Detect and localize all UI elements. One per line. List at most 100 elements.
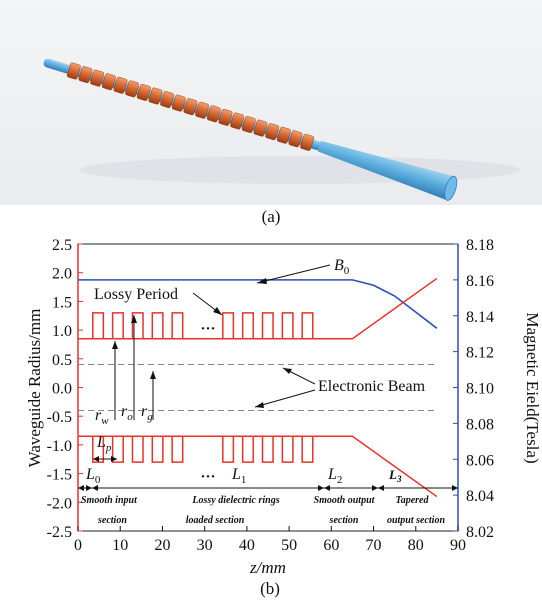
- radius-markers: rw ro rg: [95, 315, 156, 427]
- section-l2-caption-1: Smooth output: [314, 495, 376, 506]
- beam-arrowhead-upper: [283, 368, 292, 374]
- ring-lower: [92, 436, 105, 463]
- copper-ring: [288, 130, 303, 148]
- panel-a-label: (a): [262, 207, 281, 226]
- lossy-period-arrowhead: [213, 307, 222, 315]
- copper-ring: [230, 112, 245, 130]
- electronic-beam-label: Electronic Beam: [318, 378, 426, 395]
- section-arrowhead: [372, 485, 378, 491]
- panel-a-render: [0, 0, 542, 205]
- ring-upper: [281, 312, 294, 339]
- section-arrowhead: [378, 485, 384, 491]
- copper-ring: [183, 98, 198, 116]
- lp-arrowhead-right: [111, 456, 117, 462]
- x-tick-label: 70: [366, 537, 382, 554]
- copper-ring: [218, 108, 233, 126]
- section-arrowhead: [78, 485, 84, 491]
- ring-upper: [151, 312, 164, 339]
- copper-ring: [276, 126, 291, 144]
- x-tick-label: 40: [239, 537, 255, 554]
- ring-upper: [241, 312, 254, 339]
- section-arrowhead: [92, 485, 98, 491]
- section-arrowhead: [86, 485, 92, 491]
- b0-arrow: [256, 264, 331, 284]
- section-l0-caption-2: section: [97, 515, 127, 526]
- ring-lower: [131, 436, 144, 463]
- ring-upper: [131, 312, 144, 339]
- y-left-tick-label: 1.0: [52, 323, 72, 340]
- copper-ring: [136, 84, 151, 101]
- y-right-tick-label: 8.06: [466, 452, 494, 469]
- section-dimensions: L0 L1 L2 L3 Smooth input section Lossy d…: [78, 466, 458, 526]
- copper-ring: [101, 73, 116, 91]
- y-right-ticks: 8.188.168.148.128.108.088.068.048.02: [453, 237, 494, 541]
- y-right-axis-title: Magnetic Eield(Tesla): [523, 312, 542, 463]
- b0-label: B0: [334, 257, 350, 277]
- rg-label: rg: [141, 403, 153, 423]
- lossy-period-label: Lossy Period: [94, 286, 178, 303]
- y-left-tick-label: 0.5: [52, 352, 72, 369]
- y-left-ticks: 2.52.01.51.00.50.0-0.5-1.0-1.5-2.0-2.5: [47, 237, 83, 541]
- y-left-axis-title: Waveguide Radius/mm: [25, 309, 44, 468]
- copper-ring: [78, 66, 93, 84]
- x-tick-label: 0: [74, 537, 82, 554]
- section-l2-caption-2: section: [329, 515, 359, 526]
- x-tick-label: 60: [323, 537, 339, 554]
- y-left-tick-label: -2.5: [47, 524, 72, 541]
- b0-annotation: B0: [256, 257, 350, 284]
- ring-lower: [281, 436, 294, 463]
- ro-label: ro: [121, 403, 133, 423]
- y-left-tick-label: 1.5: [52, 294, 72, 311]
- ring-lower: [111, 436, 124, 463]
- section-l3-caption-1: Tapered: [396, 495, 430, 506]
- x-tick-label: 50: [281, 537, 297, 554]
- lossy-ring-row: [66, 62, 315, 151]
- lp-annotation: Lp: [93, 434, 117, 462]
- y-right-tick-label: 8.16: [466, 273, 494, 290]
- ring-ellipsis-bottom: ···: [200, 469, 215, 485]
- tapered-section: [317, 140, 455, 201]
- ring-ellipsis-top: ···: [200, 321, 215, 337]
- section-l3-caption-2: output section: [387, 515, 446, 526]
- section-arrowheads: [78, 485, 458, 491]
- section-l1-caption-2: loaded section: [186, 515, 245, 526]
- copper-ring: [241, 116, 256, 133]
- series-layer: [78, 277, 438, 498]
- ring-upper: [171, 312, 184, 339]
- section-l2-label: L2: [327, 466, 342, 486]
- lp-arrowhead-left: [93, 456, 99, 462]
- y-right-tick-label: 8.10: [466, 381, 494, 398]
- x-tick-label: 20: [154, 537, 170, 554]
- ring-lower: [171, 436, 184, 463]
- ring-lower: [151, 436, 164, 463]
- x-tick-label: 90: [450, 537, 466, 554]
- y-left-tick-label: 2.5: [52, 237, 72, 254]
- ring-upper: [111, 312, 124, 339]
- ring-upper: [92, 312, 105, 339]
- section-arrowhead: [452, 485, 458, 491]
- rw-arrowhead: [112, 341, 118, 349]
- copper-ring: [90, 69, 105, 87]
- copper-ring: [265, 123, 280, 141]
- b0-arrowhead: [257, 278, 267, 284]
- copper-ring: [253, 119, 268, 137]
- x-tick-label: 80: [408, 537, 424, 554]
- y-right-tick-label: 8.18: [466, 237, 494, 254]
- beam-arrow-lower: [254, 389, 316, 408]
- copper-ring: [160, 91, 175, 108]
- copper-ring: [206, 105, 221, 123]
- x-tick-label: 10: [112, 537, 128, 554]
- y-left-tick-label: 0.0: [52, 381, 72, 398]
- y-left-tick-label: -1.0: [47, 438, 72, 455]
- copper-ring: [300, 133, 315, 151]
- ro-arrowhead: [131, 315, 137, 323]
- waveguide-3d: [43, 58, 458, 201]
- section-l1-label: L1: [231, 466, 246, 486]
- lp-label: Lp: [96, 434, 112, 454]
- copper-ring: [125, 80, 140, 98]
- copper-ring: [148, 87, 163, 105]
- y-right-tick-label: 8.04: [466, 488, 494, 505]
